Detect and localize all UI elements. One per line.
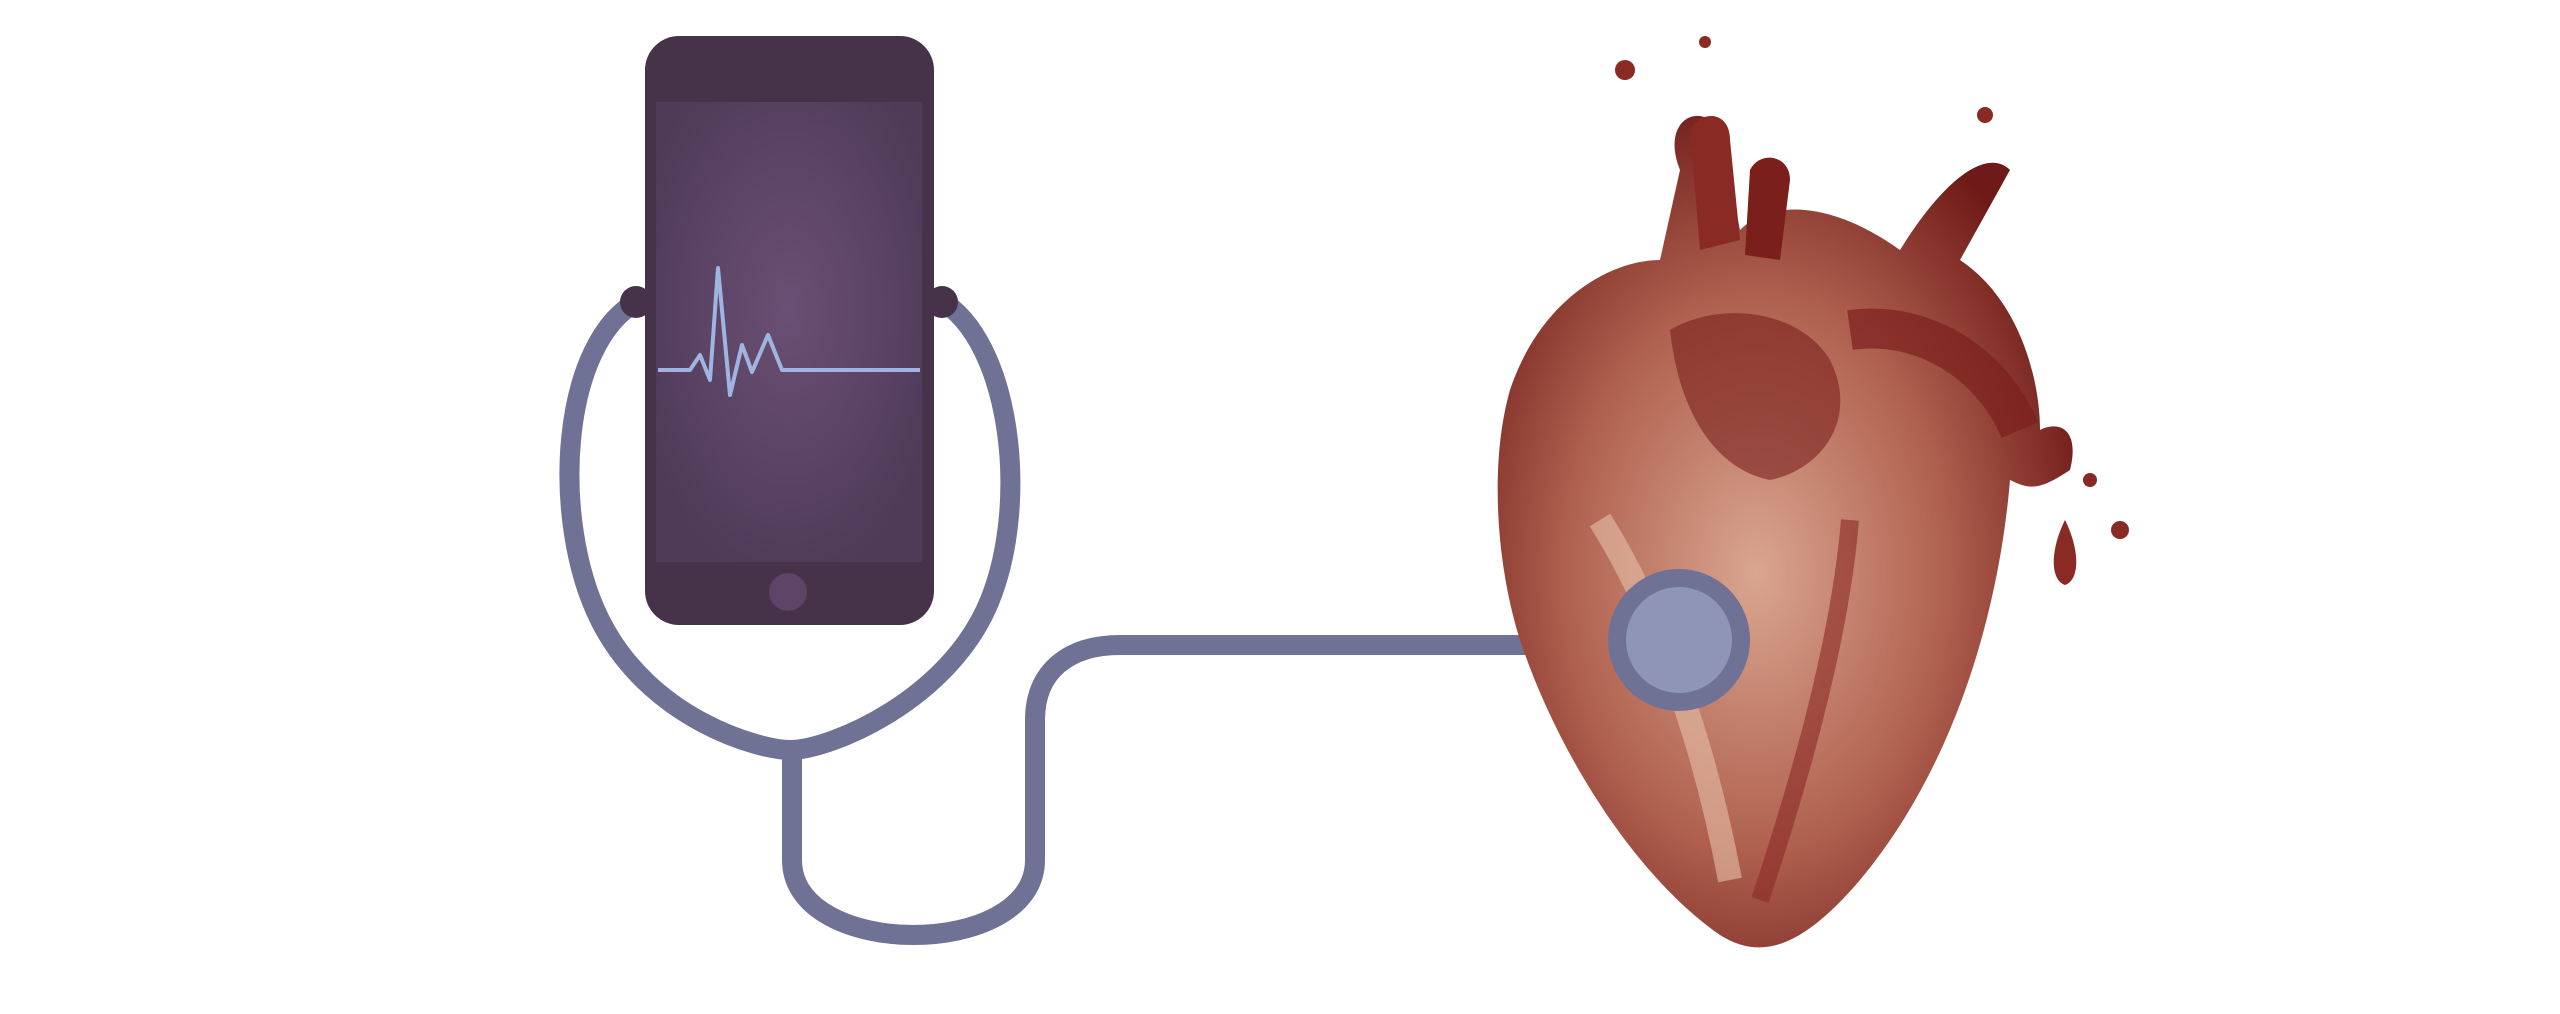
- smartphone-icon: [645, 36, 934, 625]
- phone-screen: [656, 102, 922, 562]
- stethoscope-left-earpiece: [620, 286, 652, 318]
- heart-icon: [1497, 36, 2129, 948]
- stethoscope-chest-piece: [1608, 569, 1750, 711]
- stethoscope-tube: [782, 635, 1630, 945]
- ecg-waveform-icon: [658, 266, 920, 397]
- stethoscope-icon: [559, 290, 1630, 945]
- phone-home-button: [769, 573, 807, 611]
